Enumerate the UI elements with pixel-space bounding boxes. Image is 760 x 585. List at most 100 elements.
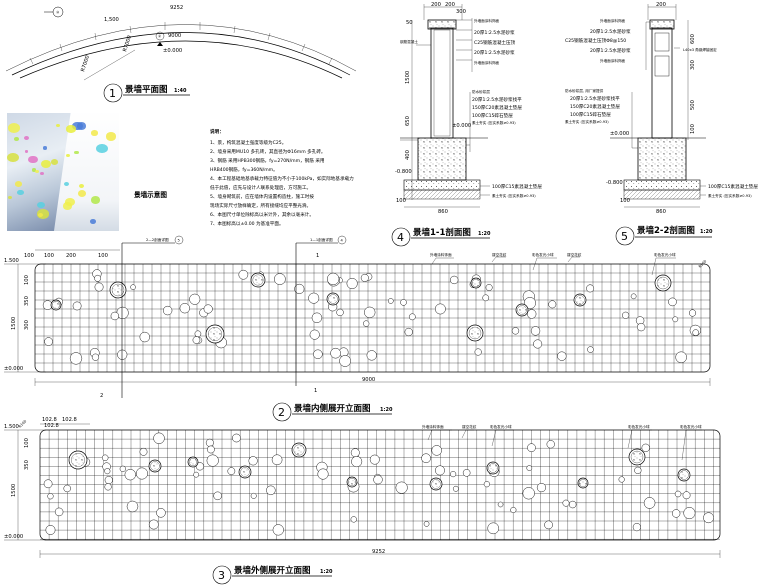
wall-opening [404, 327, 413, 337]
wall-opening [618, 476, 625, 483]
s2-layer-mid: 素土夯实 (压实系数≥0.93) [565, 119, 609, 124]
wall-opening [317, 468, 329, 480]
wall-opening [622, 311, 630, 319]
s1-width: 860 [438, 209, 448, 215]
s2-side-label: L40x3 角钢焊接固定 [683, 47, 717, 52]
wall-opening [104, 483, 112, 491]
inner-height: 1500 [11, 317, 17, 330]
s1-side-dim: 50 [406, 20, 413, 26]
wall-opening [497, 501, 504, 508]
section-2-2: 200 600 300 500 100 外墙面涂料饰面 20厚1:2.5水泥砂浆… [565, 2, 758, 246]
notes-line: 现场实际尺寸放样确定，所有接缝均应平整光滑。 [210, 202, 311, 209]
wall-opening [44, 337, 53, 346]
wall-opening [248, 456, 258, 466]
wall-opening [408, 313, 416, 321]
wall-opening [523, 297, 536, 310]
photo-light-spot [77, 122, 87, 130]
outer-title-number: 3 [218, 569, 225, 582]
s2-layer-mid: 100厚C15碎石垫层 [570, 111, 611, 118]
wall-opening [482, 294, 490, 302]
inner-leader-label: 外墙涂料饰面 [430, 252, 452, 257]
s1-layer-top: 20厚1:2.5水泥砂浆 [474, 49, 515, 56]
outer-side-dim: 350 [24, 460, 30, 470]
wall-opening [350, 516, 357, 523]
s1-base: 100 [396, 198, 406, 204]
wall-opening [434, 303, 446, 315]
wall-opening [250, 492, 257, 499]
photo-light-spot [23, 135, 29, 140]
photo-light-spot [106, 132, 117, 141]
design-notes: 说明： 1、景，构筑混凝土强度等级为C25。 2、墙身采用MU10 多孔砖，其直… [210, 128, 354, 227]
notes-line: 7、本图标高以±0.00 为基准平面。 [210, 220, 284, 227]
wall-opening [703, 512, 714, 524]
s2-layer-top: 外墙面涂料饰面 [600, 18, 626, 23]
s1-side-label: 钢筋混凝土 [400, 39, 418, 44]
s1-elev-top: ±0.000 [452, 123, 471, 129]
outer-leader-label: 彩色发光小球 [628, 424, 650, 429]
wall-opening [511, 327, 520, 335]
wall-opening [206, 454, 219, 467]
s1-top-dim: 300 [456, 9, 466, 15]
photo-light-spot [34, 169, 40, 174]
s2-layer-top: 20厚1:2.5水泥砂浆 [590, 47, 631, 54]
light-ball-icon [470, 277, 482, 289]
notes-line: 3、钢筋 采用HPB300钢筋，fy=270N/mm，钢筋 采用 [210, 157, 325, 164]
notes-line: 2、墙身采用MU10 多孔砖，其直径为Φ16mm 多孔砖。 [210, 148, 326, 155]
notes-line: 低于此值，应先与设计人联系处理后，方可施工。 [210, 184, 311, 191]
outer-base-elev: ±0.000 [4, 534, 23, 540]
light-ball-icon [429, 477, 443, 491]
wall-opening [522, 487, 535, 500]
inner-leader-label: 镂空花纹 [567, 252, 582, 257]
wall-opening [232, 433, 241, 443]
light-ball-icon [577, 477, 589, 489]
plan-gap-dim: 1,500 [104, 17, 119, 23]
notes-line: 4、本工程基础地基承载力特征值为不小于100kPa，如实际地基承载力 [210, 175, 354, 182]
light-ball-icon [486, 461, 500, 475]
wall-opening [366, 350, 377, 361]
photo-light-spot [90, 195, 101, 204]
plan-north-mark: ③ [56, 11, 59, 15]
photo-light-spot [96, 143, 109, 154]
outer-side-dim: 100 [24, 438, 30, 448]
inner-base-elev: ±0.000 [4, 366, 23, 372]
wall-opening [156, 508, 166, 518]
wall-opening [153, 432, 165, 444]
wall-opening [205, 438, 214, 447]
wall-opening [351, 456, 363, 468]
wall-opening [483, 481, 490, 488]
light-ball-icon [346, 476, 358, 488]
wall-opening [360, 273, 369, 282]
s2-top-dim: 200 [656, 2, 666, 8]
wall-opening [94, 282, 104, 292]
outer-top-dim: 102.8 [62, 417, 77, 423]
s2-base: 100 [620, 198, 630, 204]
wall-opening [435, 465, 445, 476]
wall-opening [527, 443, 536, 453]
inner-cut1-label: 1—1剖面详图 [310, 237, 333, 242]
inner-cut2-number: 2 [100, 393, 103, 399]
wall-opening [544, 520, 553, 530]
wall-opening [327, 272, 340, 286]
photo-light-spot [65, 198, 76, 206]
s1-layer-top: C25钢筋混凝土压顶 [474, 39, 516, 46]
light-ball-icon [326, 292, 340, 306]
wall-opening [130, 284, 136, 290]
wall-opening [119, 465, 126, 472]
wall-opening [94, 274, 101, 282]
plan-elevation: ±0.000 [163, 48, 182, 54]
light-ball-icon [205, 324, 225, 344]
light-ball-icon [250, 272, 266, 288]
photo-light-spot [27, 155, 38, 164]
wall-opening [671, 509, 681, 518]
wall-opening [136, 467, 148, 480]
photo-light-spot [36, 201, 45, 209]
photo-light-spot [77, 190, 86, 197]
photo-light-spot [63, 182, 69, 187]
inner-cut1-ref: 4 [341, 239, 344, 243]
inner-top-elev: 1.500 [4, 258, 19, 264]
inner-radius-label: R100 [698, 259, 708, 269]
plan-radius-label-outer: R7000 [80, 55, 91, 73]
wall-opening [207, 445, 215, 454]
wall-opening [364, 306, 376, 319]
wall-opening [682, 491, 691, 500]
